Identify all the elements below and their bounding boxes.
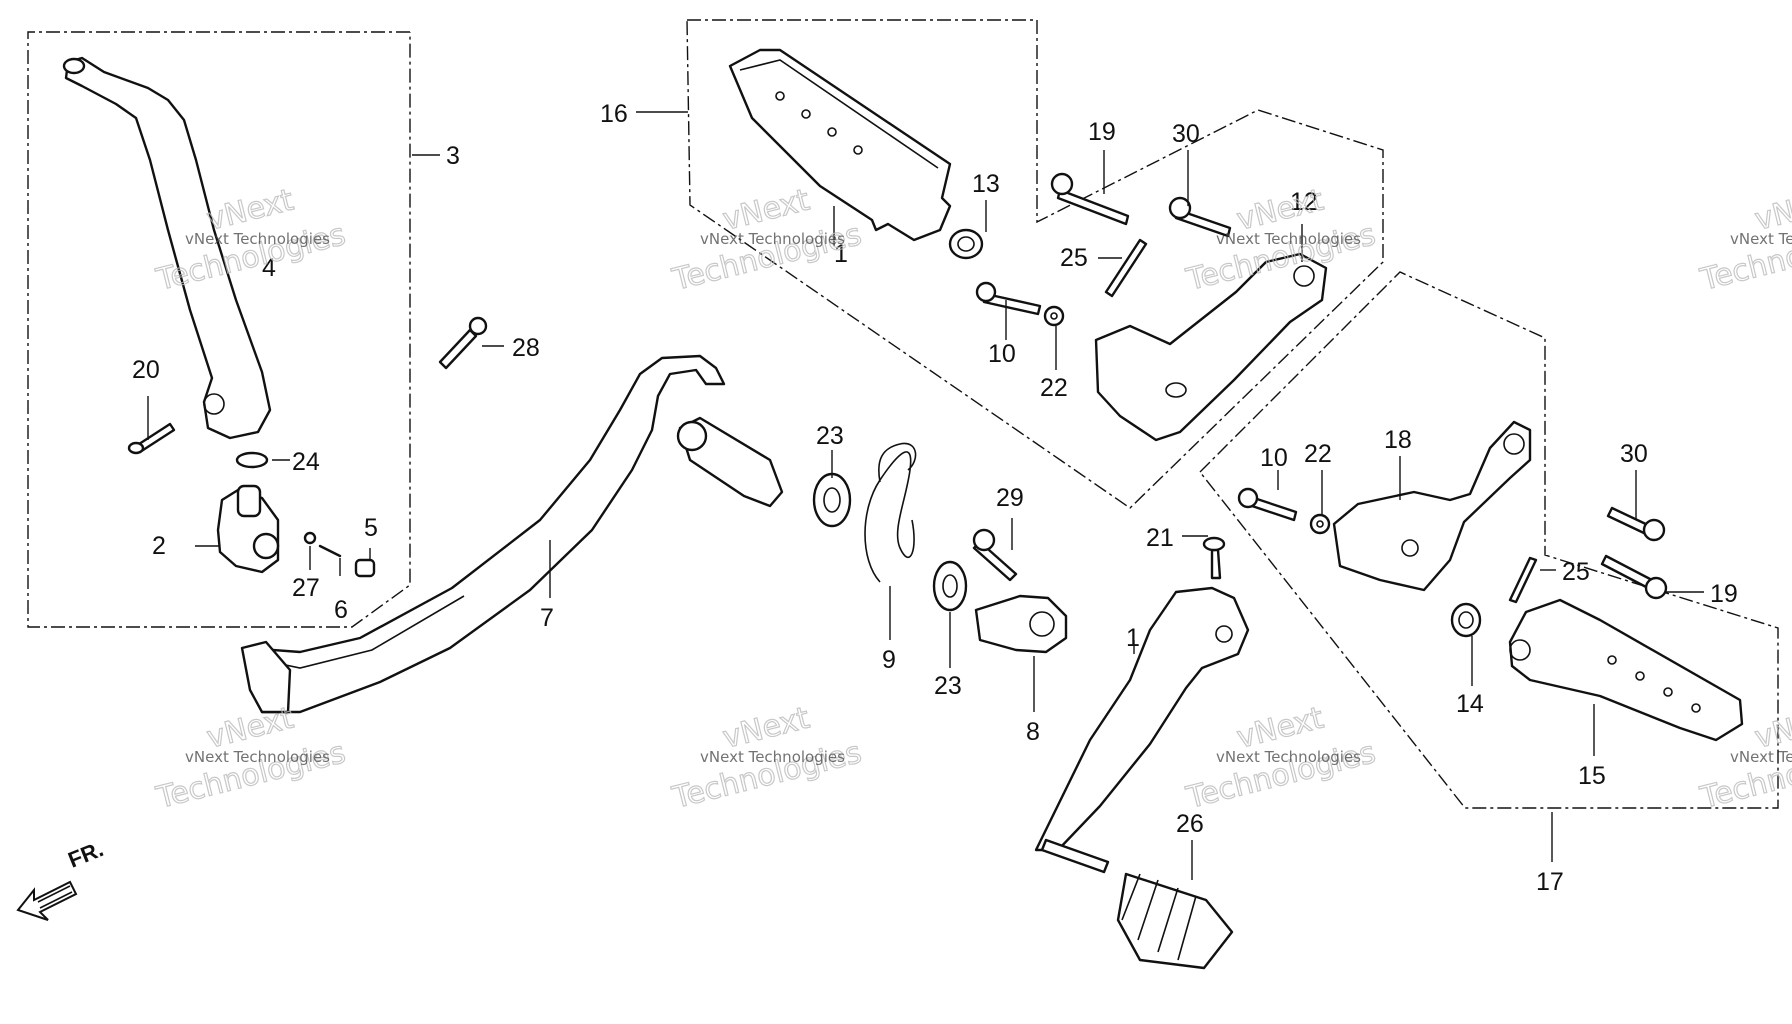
label-30b: 30 [1620,440,1648,468]
label-12: 12 [1290,188,1318,216]
washer-22-upper [1043,305,1065,327]
label-16: 16 [600,100,628,128]
label-23a: 23 [816,422,844,450]
label-19a: 19 [1088,118,1116,146]
label-22a: 22 [1040,374,1068,402]
label-10a: 10 [988,340,1016,368]
label-19b: 19 [1710,580,1738,608]
bolt-20 [127,422,176,455]
label-1b: 1 [1126,624,1140,652]
part-number-labels: 3 4 20 24 2 5 27 6 28 7 9 23 23 29 8 1 2… [132,100,1738,896]
step-spring-13 [948,228,984,260]
svg-text:vNext Technologies: vNext Technologies [185,230,330,248]
label-1a: 1 [834,240,848,268]
svg-text:vNext Technologies: vNext Technologies [1730,230,1792,248]
label-7: 7 [540,604,554,632]
watermark-4: vNext Technologies vNext Technologies [1696,182,1792,299]
svg-text:vNext Technologies: vNext Technologies [185,748,330,766]
label-4: 4 [262,254,276,282]
bearing-23-upper [812,472,852,528]
bearing-23-lower [932,560,968,612]
step-spring-14 [1450,602,1482,638]
return-spring-9 [864,442,917,583]
label-29: 29 [996,484,1024,512]
label-27: 27 [292,574,320,602]
watermarks: vNext Technologies vNext Technologies vN… [152,182,1792,817]
label-2: 2 [152,532,166,560]
label-28: 28 [512,334,540,362]
label-26: 26 [1176,810,1204,838]
bolt-19-upper [1050,172,1130,226]
leader-lines [147,111,1704,880]
ball-27 [303,531,317,545]
watermark-5: vNext Technologies vNext Technologies [152,700,350,817]
bolt-28 [438,316,488,370]
label-25a: 25 [1060,244,1088,272]
bolt-30-upper [1168,196,1232,238]
washer-24 [235,451,269,469]
label-23b: 23 [934,672,962,700]
svg-text:vNext Technologies: vNext Technologies [700,748,845,766]
brake-arm-8 [974,594,1068,654]
step-left-assembly [728,48,952,242]
label-15: 15 [1578,762,1606,790]
label-8: 8 [1026,718,1040,746]
bolt-21 [1202,536,1226,580]
spring-6 [318,544,342,558]
kick-spindle-2 [216,484,280,574]
svg-text:vNext Technologies: vNext Technologies [700,230,845,248]
label-25b: 25 [1562,558,1590,586]
label-14: 14 [1456,690,1484,718]
pin-25-lower [1508,556,1538,604]
label-10b: 10 [1260,444,1288,472]
label-18: 18 [1384,426,1412,454]
label-13: 13 [972,170,1000,198]
kick-starter-arm [62,56,272,440]
svg-text:vNext Technologies: vNext Technologies [1730,748,1792,766]
label-6: 6 [334,596,348,624]
bracket-18 [1332,420,1532,592]
pin-10-upper [975,281,1042,316]
watermark-2: vNext Technologies vNext Technologies [668,182,866,299]
brake-pedal [240,354,784,714]
svg-text:vNext Technologies: vNext Technologies [1216,748,1361,766]
gearshift-pedal [1034,586,1250,874]
shift-rubber-26 [1116,872,1234,970]
cap-5 [354,558,376,578]
label-20: 20 [132,356,160,384]
washer-22-lower [1309,513,1331,535]
watermark-6: vNext Technologies vNext Technologies [668,700,866,817]
label-30a: 30 [1172,120,1200,148]
bolt-19-lower [1600,554,1668,600]
bracket-12 [1094,252,1328,442]
label-3: 3 [446,142,460,170]
label-22b: 22 [1304,440,1332,468]
pin-25-upper [1104,238,1148,298]
front-arrow-icon: FR. [16,836,107,921]
label-24: 24 [292,448,320,476]
step-right-assembly [1508,598,1744,742]
watermark-7: vNext Technologies vNext Technologies [1182,700,1380,817]
front-label: FR. [65,836,107,872]
bolt-29 [972,528,1018,582]
label-21: 21 [1146,524,1174,552]
label-9: 9 [882,646,896,674]
bolt-30-lower [1606,506,1666,542]
svg-text:vNext Technologies: vNext Technologies [1216,230,1361,248]
label-5: 5 [364,514,378,542]
label-17: 17 [1536,868,1564,896]
pin-10-lower [1237,487,1298,522]
